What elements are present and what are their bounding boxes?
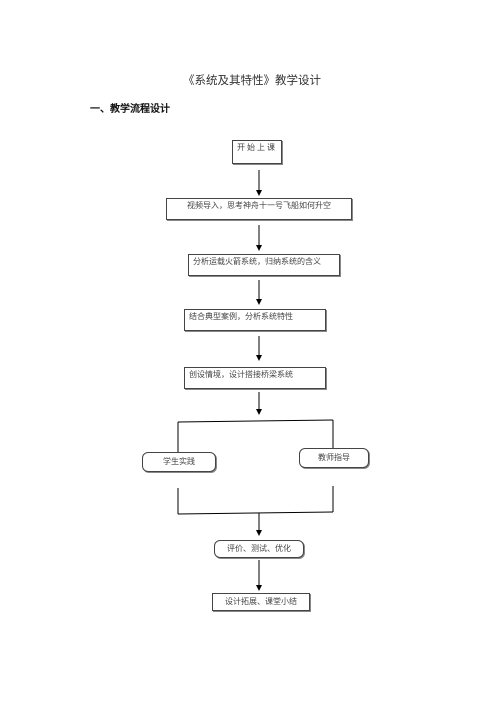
flow-branch-teacher-box: 教师指导 <box>299 448 369 468</box>
flow-step5-box: 评价、测试、优化 <box>214 540 304 558</box>
branch-top-bar <box>177 419 334 423</box>
flow-start-box: 开始上课 <box>232 140 282 164</box>
merge-bottom-bar <box>177 511 334 515</box>
flow-step6-box: 设计拓展、课堂小结 <box>212 593 310 611</box>
flow-step3-box: 结合典型案例，分析系统特性 <box>184 309 326 331</box>
flow-step1-box: 视频导入，思考神舟十一号飞船如何升空 <box>166 198 352 220</box>
document-title: 《系统及其特性》教学设计 <box>183 73 321 87</box>
flow-branch-student-box: 学生实践 <box>142 452 216 472</box>
section-heading: 一、教学流程设计 <box>90 104 170 115</box>
flow-step4-box: 创设情境，设计搭接桥梁系统 <box>184 367 326 389</box>
flow-step2-box: 分析运载火箭系统，归纳系统的含义 <box>188 254 340 276</box>
